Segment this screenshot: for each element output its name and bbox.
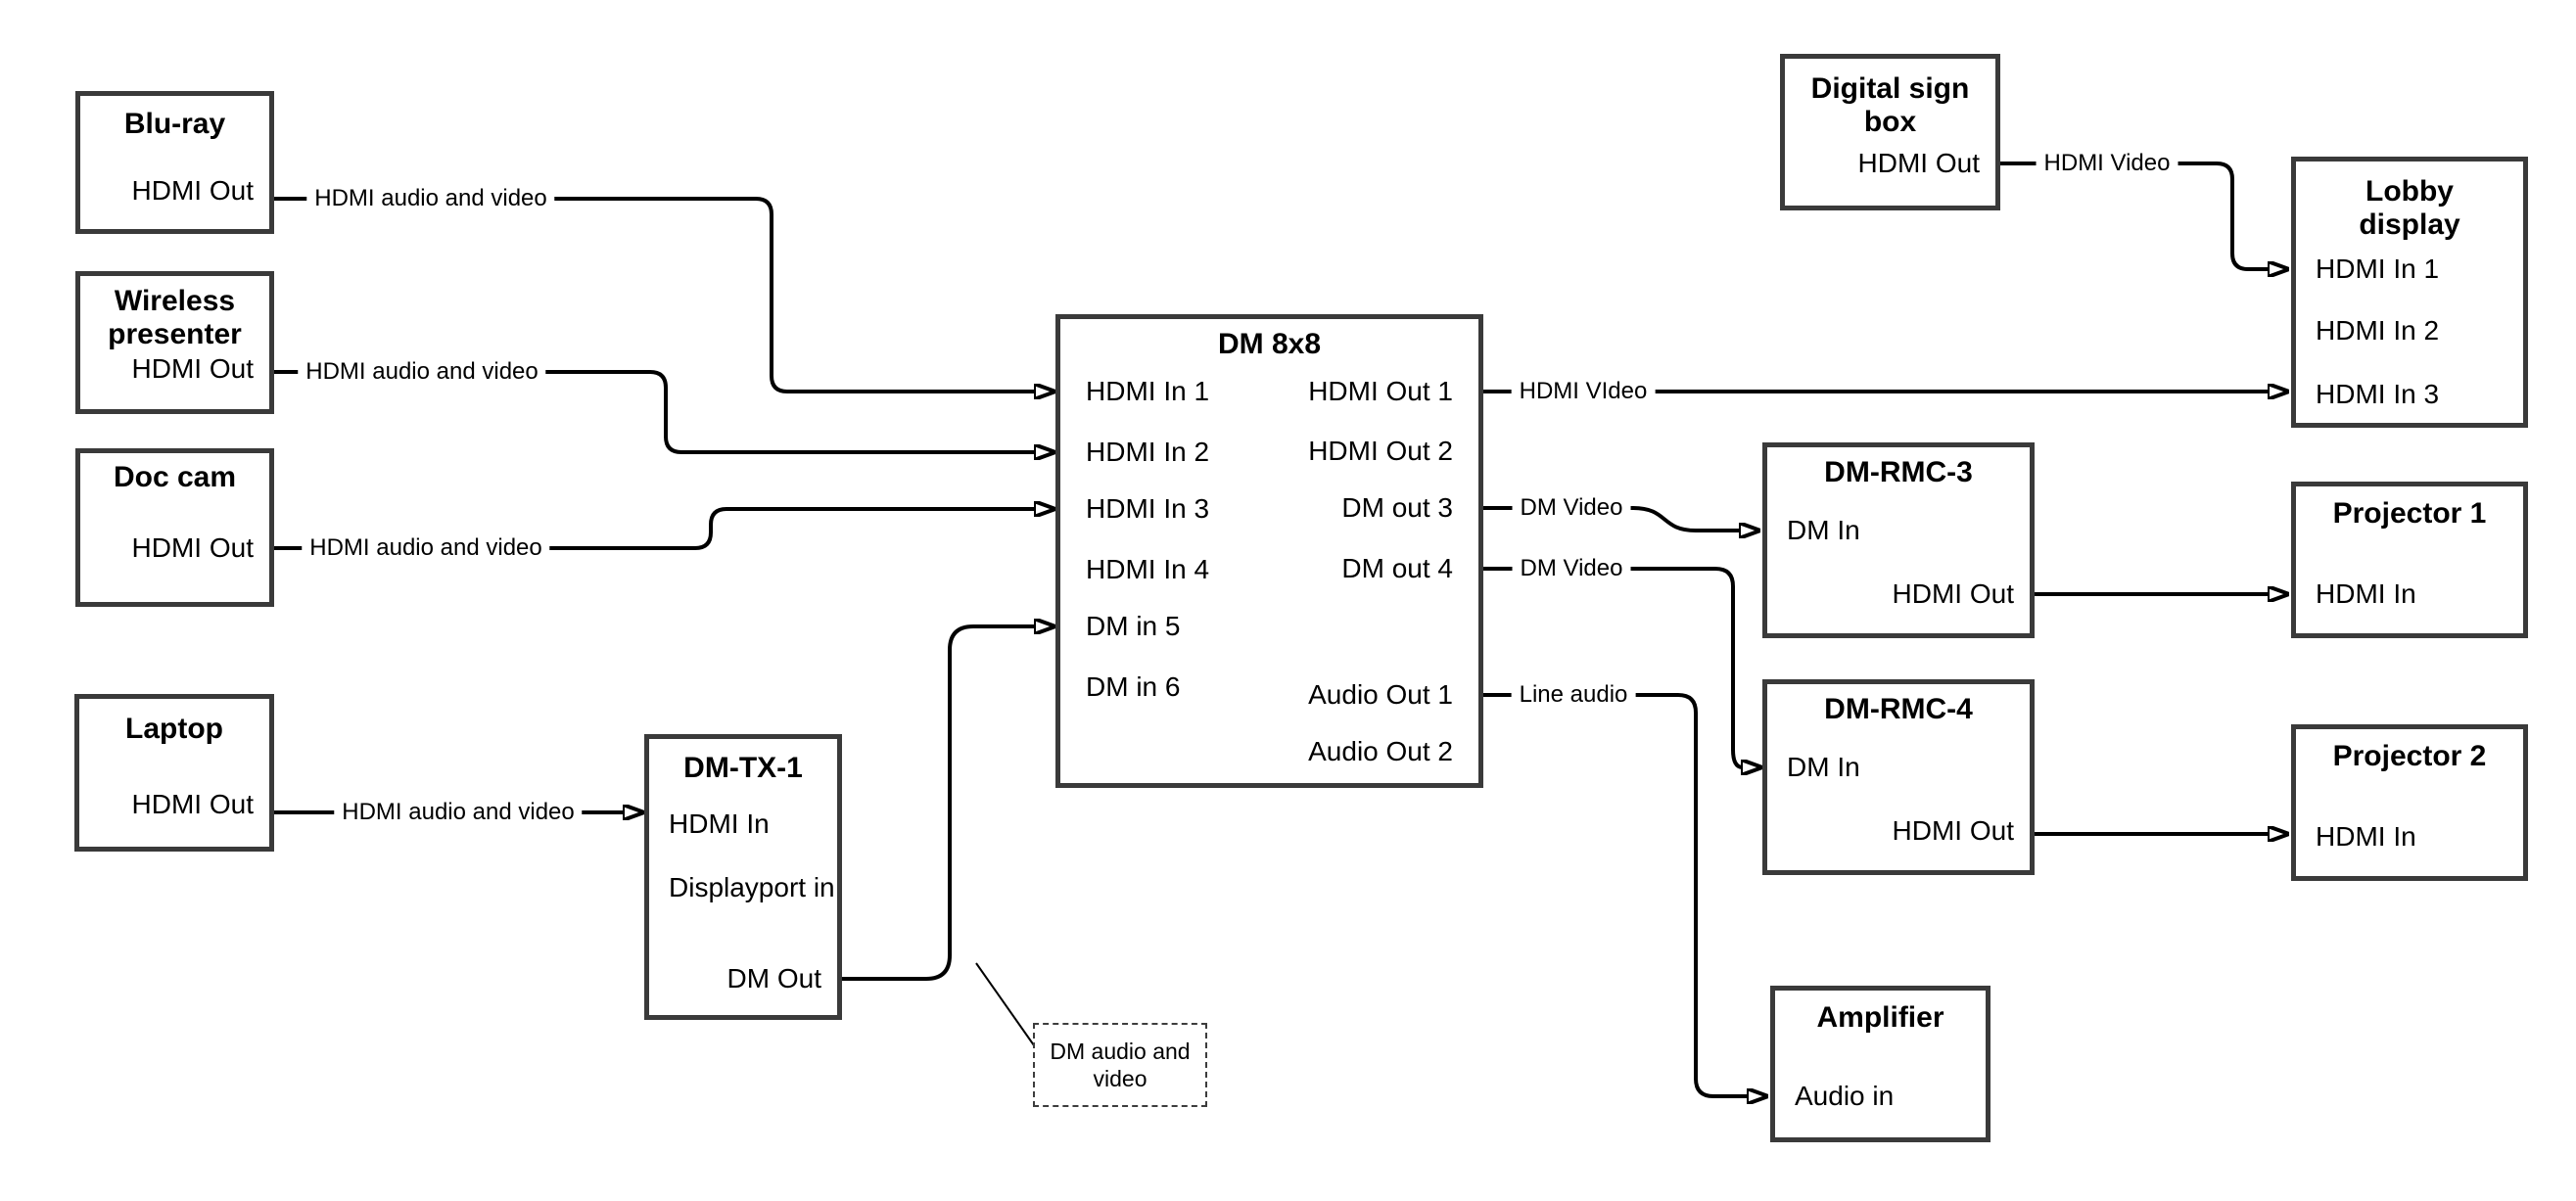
annotation-leader-line — [975, 962, 1035, 1046]
node-wireless-presenter: Wireless presenter HDMI Out — [75, 271, 274, 414]
connection-bluray-to-dm8x8-in1 — [274, 197, 1036, 392]
node-title: Amplifier — [1816, 1001, 1944, 1034]
connection-wireless-to-dm8x8-in2 — [274, 370, 1036, 452]
port-lobby-hdmi-in-1: HDMI In 1 — [2316, 254, 2440, 284]
port-dmtx1-hdmi-in: HDMI In — [669, 808, 770, 839]
node-title: presenter — [108, 318, 242, 350]
node-title: DM-RMC-3 — [1824, 456, 1973, 488]
link-label-bluray: HDMI audio and video — [306, 185, 555, 212]
node-amplifier: Amplifier Audio in — [1770, 986, 1991, 1142]
node-title: Laptop — [125, 713, 223, 745]
port-rmc3-hdmi-out: HDMI Out — [1892, 578, 2014, 609]
port-rmc4-hdmi-out: HDMI Out — [1892, 815, 2014, 846]
node-title: Projector 1 — [2332, 497, 2487, 530]
connection-digisign-to-lobby-in1 — [2000, 162, 2270, 269]
node-digital-sign-box: Digital sign box HDMI Out — [1780, 54, 2000, 210]
link-label-dm-out-4: DM Video — [1512, 555, 1631, 582]
connection-dm8x8-aout1-to-amplifier — [1483, 693, 1749, 1096]
port-dm8x8-audio-out-2: Audio Out 2 — [1308, 736, 1453, 766]
port-dm8x8-hdmi-in-3: HDMI In 3 — [1086, 493, 1210, 524]
port-dm8x8-hdmi-out-1: HDMI Out 1 — [1308, 376, 1453, 406]
node-title: Projector 2 — [2332, 740, 2487, 772]
node-laptop: Laptop HDMI Out — [74, 694, 274, 852]
link-label-digisign: HDMI Video — [2036, 150, 2178, 177]
port-dmtx1-dm-out: DM Out — [726, 963, 821, 993]
port-bluray-hdmi-out: HDMI Out — [131, 175, 254, 206]
link-label-hdmi-out-1: HDMI VIdeo — [1511, 378, 1656, 405]
port-dm8x8-dm-in-5: DM in 5 — [1086, 611, 1181, 641]
node-title: Digital sign — [1810, 72, 1970, 105]
port-dm8x8-hdmi-in-2: HDMI In 2 — [1086, 437, 1210, 467]
port-rmc3-dm-in: DM In — [1787, 515, 1860, 545]
connection-doccam-to-dm8x8-in3 — [274, 509, 1036, 550]
node-doc-cam: Doc cam HDMI Out — [75, 448, 274, 607]
node-dm-rmc-3: DM-RMC-3 DM In HDMI Out — [1762, 442, 2035, 638]
node-dm-rmc-4: DM-RMC-4 DM In HDMI Out — [1762, 679, 2035, 875]
node-title: Doc cam — [113, 461, 237, 493]
annotation-text: video — [1093, 1066, 1147, 1091]
port-wireless-hdmi-out: HDMI Out — [131, 353, 254, 384]
port-dm8x8-audio-out-1: Audio Out 1 — [1308, 679, 1453, 710]
port-dm8x8-hdmi-in-4: HDMI In 4 — [1086, 554, 1210, 584]
port-digisign-hdmi-out: HDMI Out — [1857, 148, 1980, 178]
node-dm-8x8: DM 8x8 HDMI In 1 HDMI In 2 HDMI In 3 HDM… — [1055, 314, 1483, 788]
node-title: Blu-ray — [123, 108, 226, 140]
port-proj2-hdmi-in: HDMI In — [2316, 821, 2416, 852]
connection-dm8x8-out3-to-rmc3-dm-in — [1483, 506, 1741, 531]
node-title: DM 8x8 — [1217, 328, 1322, 360]
port-dm8x8-dm-out-4: DM out 4 — [1341, 553, 1453, 583]
port-doccam-hdmi-out: HDMI Out — [131, 532, 254, 563]
port-proj1-hdmi-in: HDMI In — [2316, 578, 2416, 609]
node-title: Wireless — [114, 285, 236, 317]
node-dm-tx-1: DM-TX-1 HDMI In Displayport in DM Out — [644, 734, 842, 1020]
link-label-dm-out-3: DM Video — [1512, 494, 1631, 522]
connection-dm8x8-out4-to-rmc4-dm-in — [1483, 567, 1743, 767]
node-title: DM-TX-1 — [683, 752, 803, 784]
node-title: DM-RMC-4 — [1824, 693, 1973, 725]
port-lobby-hdmi-in-3: HDMI In 3 — [2316, 379, 2440, 409]
port-dm8x8-dm-in-6: DM in 6 — [1086, 671, 1181, 702]
link-label-laptop: HDMI audio and video — [334, 799, 583, 826]
annotation-text: DM audio and — [1050, 1039, 1191, 1064]
node-title: box — [1863, 106, 1917, 138]
port-lobby-hdmi-in-2: HDMI In 2 — [2316, 315, 2440, 346]
link-label-audio-out-1: Line audio — [1511, 681, 1636, 709]
node-projector-1: Projector 1 HDMI In — [2291, 482, 2528, 638]
port-dm8x8-hdmi-out-2: HDMI Out 2 — [1308, 436, 1453, 466]
port-dm8x8-hdmi-in-1: HDMI In 1 — [1086, 376, 1210, 406]
node-lobby-display: Lobby display HDMI In 1 HDMI In 2 HDMI I… — [2291, 157, 2528, 428]
node-title: display — [2359, 208, 2460, 241]
node-projector-2: Projector 2 HDMI In — [2291, 724, 2528, 881]
port-laptop-hdmi-out: HDMI Out — [131, 789, 254, 819]
port-amp-audio-in: Audio in — [1795, 1081, 1895, 1111]
node-title: Lobby — [2365, 175, 2454, 208]
port-dmtx1-displayport-in: Displayport in — [669, 872, 835, 902]
port-rmc4-dm-in: DM In — [1787, 752, 1860, 782]
link-label-doccam: HDMI audio and video — [302, 534, 550, 562]
annotation-dm-audio-and-video: DM audio and video — [1033, 1023, 1207, 1107]
connection-dmtx1-to-dm8x8-in5 — [842, 626, 1036, 981]
link-label-wireless: HDMI audio and video — [298, 358, 546, 386]
port-dm8x8-dm-out-3: DM out 3 — [1341, 492, 1453, 523]
node-bluray: Blu-ray HDMI Out — [75, 91, 274, 234]
